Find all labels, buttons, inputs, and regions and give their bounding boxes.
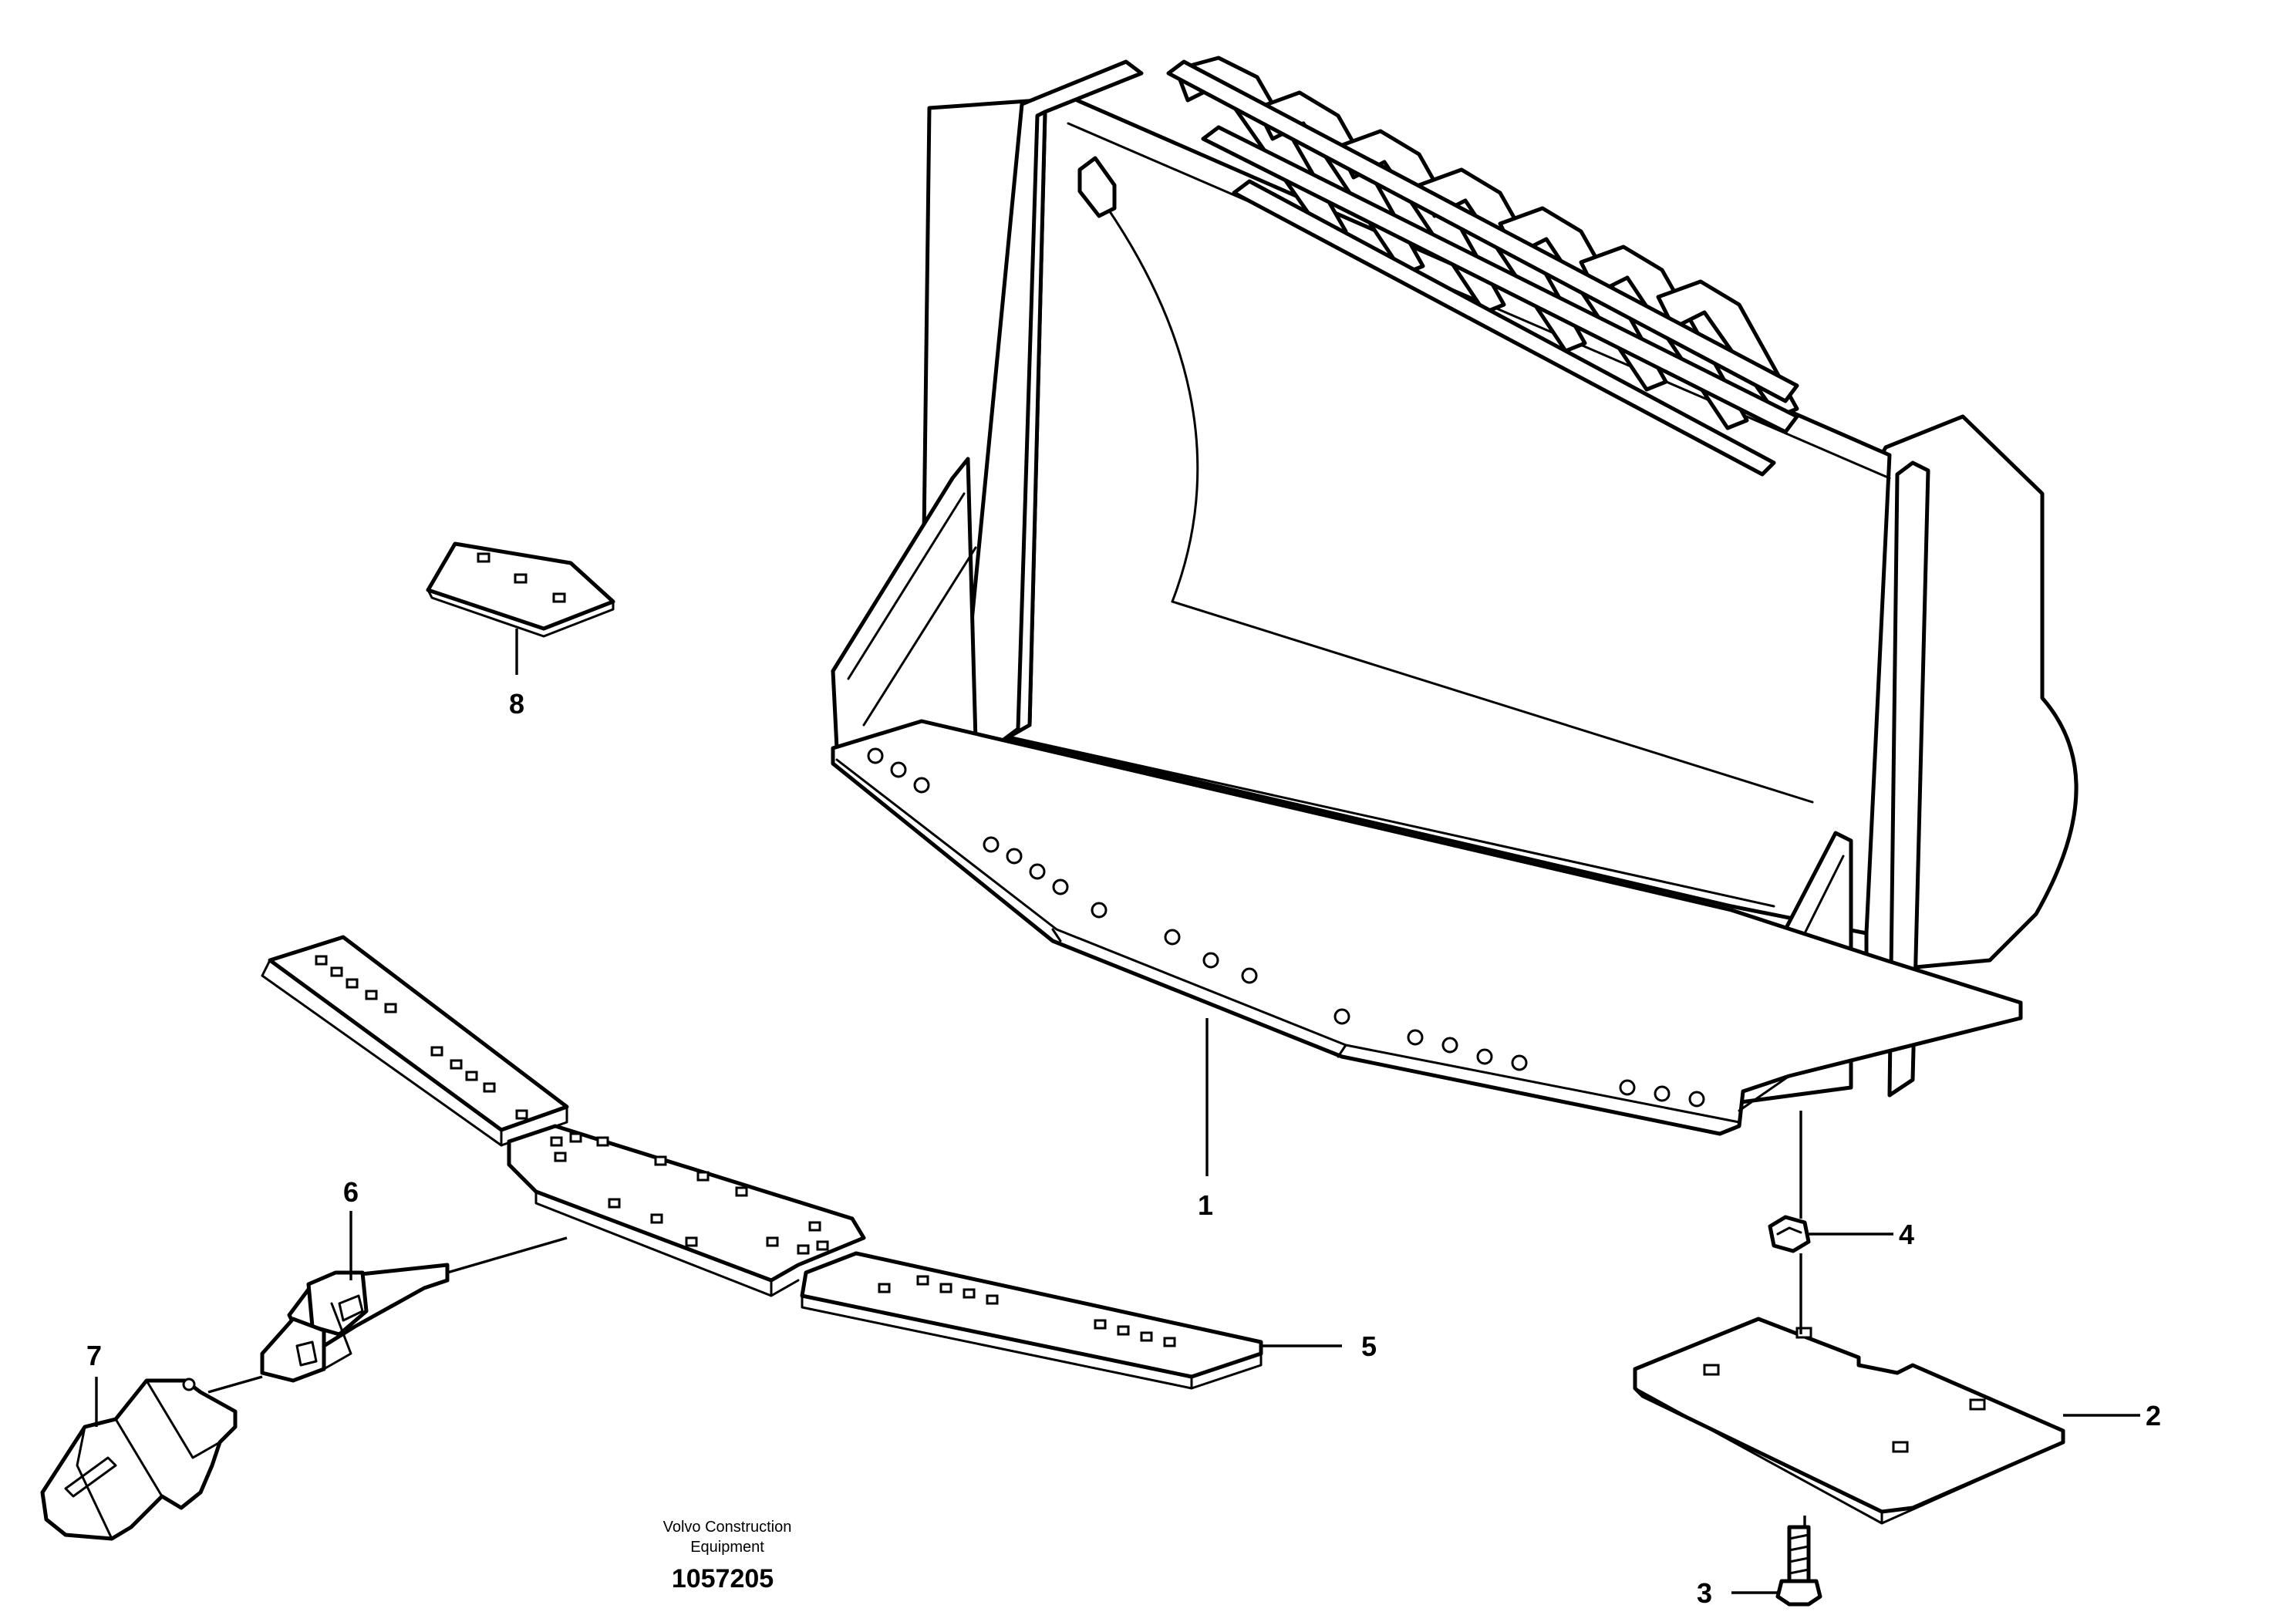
nut[interactable] <box>1768 1215 1811 1253</box>
leader-lines <box>95 629 2140 1594</box>
callout-8: 8 <box>509 688 524 720</box>
callout-2: 2 <box>2146 1400 2161 1431</box>
caption-line-1: Volvo Construction <box>663 1519 792 1536</box>
callout-4: 4 <box>1899 1219 1914 1250</box>
wear-plate-small[interactable] <box>426 541 615 638</box>
bolt[interactable] <box>1775 1525 1822 1607</box>
bucket-hinge-brackets <box>1166 56 1799 477</box>
caption-line-2: Equipment <box>690 1539 764 1556</box>
side-plate[interactable] <box>1633 1317 2065 1525</box>
segment-edges[interactable] <box>261 935 1263 1390</box>
bucket-tag <box>1077 156 1117 218</box>
callout-1: 1 <box>1198 1189 1213 1221</box>
tooth[interactable] <box>40 1378 238 1541</box>
callout-6: 6 <box>343 1176 359 1208</box>
bucket-bolt-holes <box>867 747 1705 1108</box>
bucket[interactable] <box>831 56 2079 1136</box>
document-number: 1057205 <box>672 1564 774 1593</box>
segment-bolt-holes <box>315 955 1176 1347</box>
tooth-adapter[interactable] <box>260 1263 450 1383</box>
callout-3: 3 <box>1697 1577 1712 1609</box>
callout-7: 7 <box>86 1340 102 1371</box>
callout-5: 5 <box>1361 1330 1377 1362</box>
